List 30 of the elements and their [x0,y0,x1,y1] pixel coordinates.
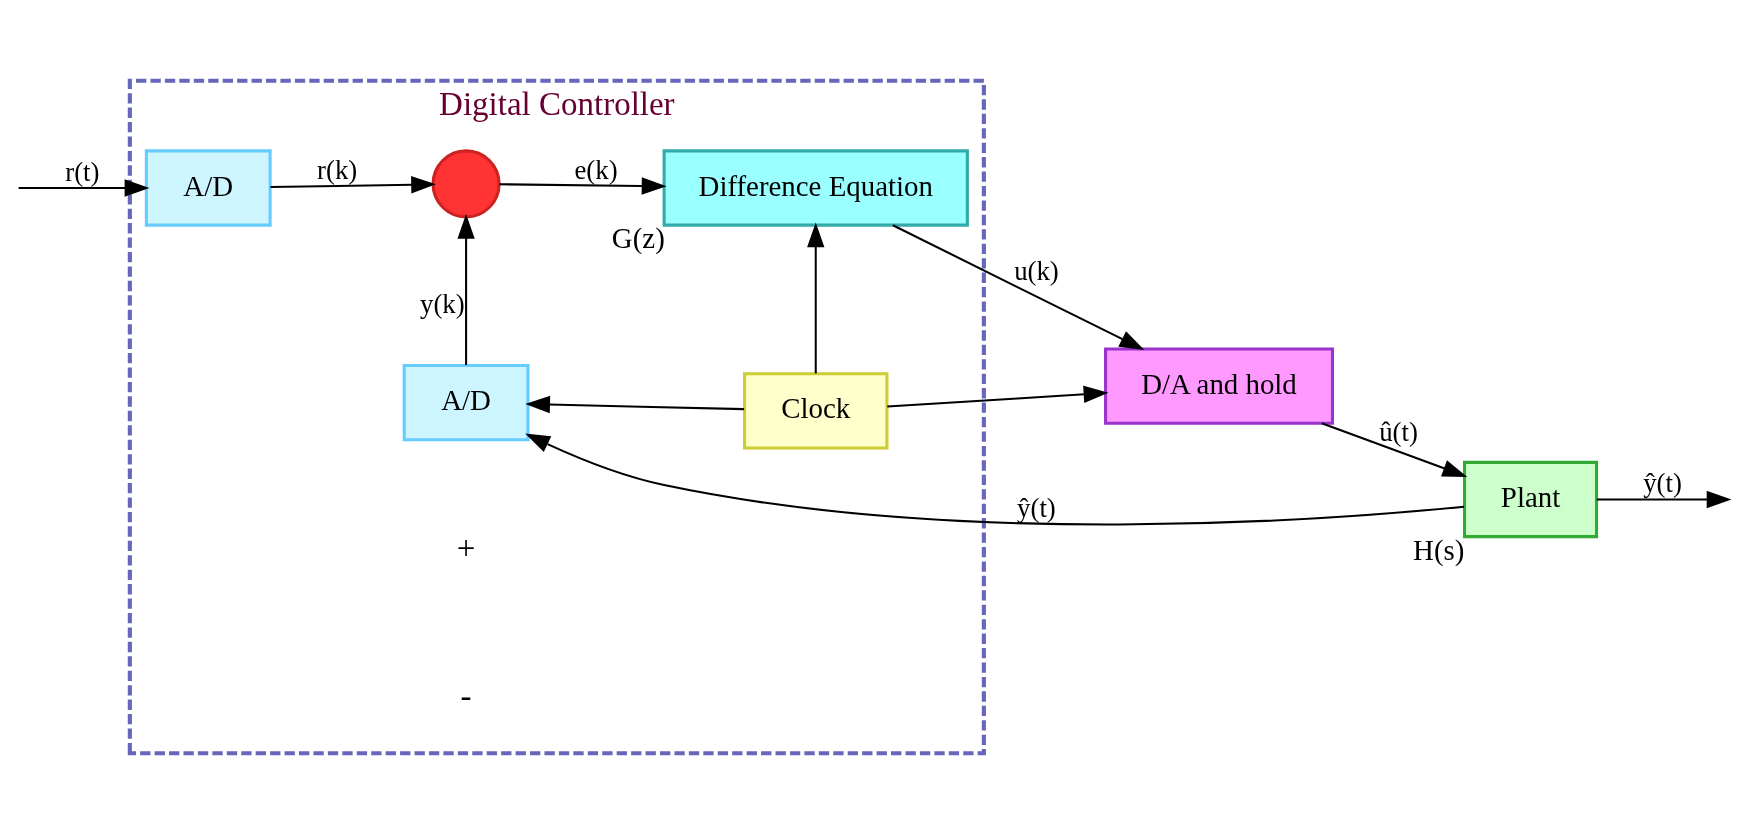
edge-label: r(k) [317,154,358,185]
arrow [457,214,475,365]
label: + [456,529,476,566]
edge-label: ŷ(t) [1643,468,1682,499]
arrow [807,222,825,374]
edge-label: e(k) [574,154,618,185]
label: - [460,678,472,715]
arrow [18,179,150,197]
arrow [887,385,1109,408]
edge-label: r(t) [65,156,100,187]
node-box: Plant [1462,460,1599,539]
arrow [1321,422,1468,477]
node-box: D/A and hold [1104,347,1335,425]
edge-label: y(k) [420,288,465,319]
node-box: Clock [743,372,889,450]
edge-label: u(k) [1014,255,1059,286]
edge-label: ŷ(t) [1017,492,1056,523]
node-label: H(s) [1413,533,1465,566]
arrow [270,176,436,194]
edge-label: û(t) [1379,416,1418,447]
node-box: Difference Equation [662,149,969,227]
arrow [1596,490,1732,509]
node-box: A/D [402,363,530,442]
node-circle [431,149,501,219]
node-label: G(z) [611,222,665,255]
arrow [892,224,1145,351]
arrow [499,177,667,195]
arrow [525,433,1465,526]
arrow [525,395,745,414]
node-box: A/D [144,149,272,227]
